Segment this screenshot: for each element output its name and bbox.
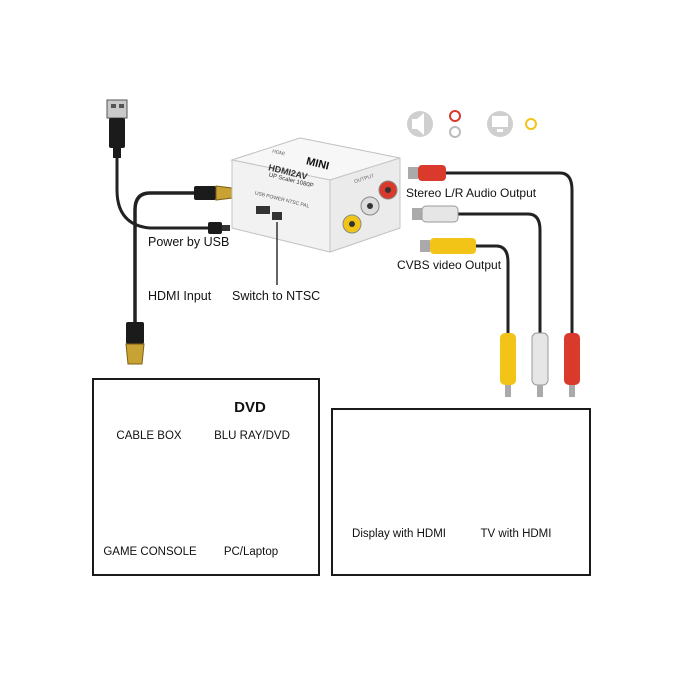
cvbs-video-label: CVBS video Output bbox=[397, 258, 502, 272]
cable-box-label: CABLE BOX bbox=[116, 430, 182, 442]
yellow-rca-plug-bottom-icon bbox=[500, 333, 516, 397]
usb-plug-icon bbox=[106, 99, 128, 158]
hdmi-input-label: HDMI Input bbox=[148, 289, 212, 303]
hdmi-plug-bottom-icon bbox=[125, 322, 145, 365]
adapter-box bbox=[230, 137, 401, 253]
power-plug-icon bbox=[208, 222, 230, 234]
switch-ntsc-label: Switch to NTSC bbox=[232, 289, 321, 303]
pc-laptop-label: PC/Laptop bbox=[223, 546, 279, 558]
stereo-audio-label: Stereo L/R Audio Output bbox=[406, 186, 537, 200]
white-rca-plug-icon bbox=[412, 205, 459, 223]
yellow-rca-plug-icon bbox=[420, 238, 476, 254]
power-usb-label: Power by USB bbox=[148, 235, 230, 249]
red-rca-plug-icon bbox=[408, 165, 446, 181]
game-console-label: GAME CONSOLE bbox=[103, 546, 197, 558]
display-devices-box bbox=[331, 408, 591, 576]
video-rca-dot-icon bbox=[525, 118, 537, 130]
red-rca-plug-bottom-icon bbox=[564, 333, 580, 397]
dvd-badge: DVD bbox=[234, 399, 266, 416]
hdmi-plug-top-icon bbox=[194, 185, 233, 201]
source-devices-box bbox=[92, 378, 320, 576]
bluray-dvd-label: BLU RAY/DVD bbox=[214, 430, 290, 442]
monitor-small-icon bbox=[487, 111, 513, 137]
audio-rca-dots-icon bbox=[449, 110, 461, 138]
speaker-icon bbox=[407, 111, 433, 137]
tv-hdmi-label: TV with HDMI bbox=[480, 528, 552, 540]
display-hdmi-label: Display with HDMI bbox=[352, 528, 446, 540]
white-rca-plug-bottom-icon bbox=[531, 332, 549, 397]
